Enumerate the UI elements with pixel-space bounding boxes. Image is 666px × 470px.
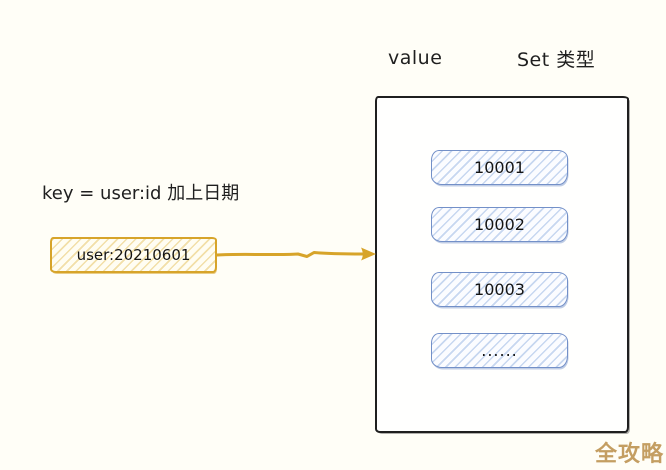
- arrow-shaft: [216, 251, 365, 258]
- set-item: 10001: [431, 150, 568, 185]
- watermark-text: 全攻略: [594, 442, 664, 467]
- key-box-label: user:20210601: [76, 246, 191, 264]
- key-box: user:20210601: [50, 237, 217, 273]
- key-to-set-arrow: [216, 247, 376, 261]
- set-container-box: [375, 96, 629, 433]
- arrow-head-icon: [361, 247, 376, 261]
- set-item-ellipsis: ......: [431, 333, 568, 368]
- value-column-label: value: [388, 47, 443, 69]
- key-annotation-text: key = user:id 加上日期: [42, 183, 240, 204]
- set-type-label: Set 类型: [517, 49, 596, 71]
- set-item: 10003: [431, 272, 568, 307]
- set-item: 10002: [431, 207, 568, 242]
